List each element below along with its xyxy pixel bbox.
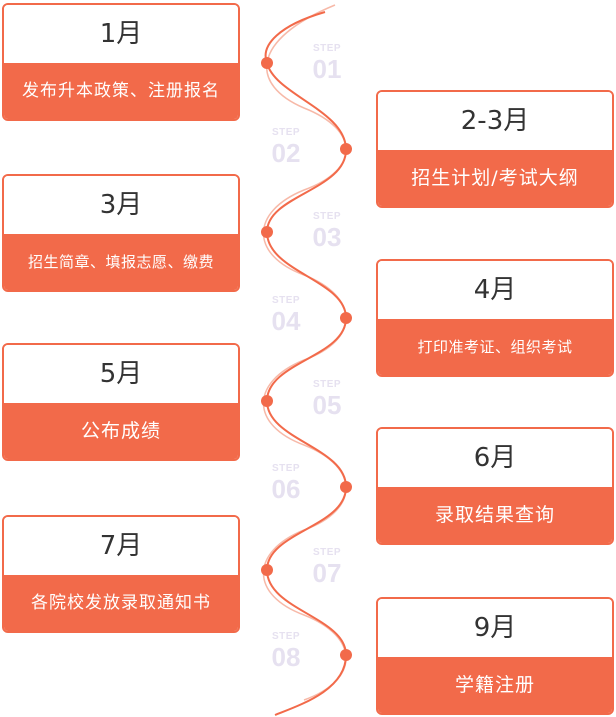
step-label: STEP: [271, 127, 301, 138]
card-month: 9月: [378, 599, 612, 657]
card-description: 各院校发放录取通知书: [4, 575, 238, 631]
step-label: STEP: [312, 43, 342, 54]
timeline-card-4: 4月 打印准考证、组织考试: [376, 259, 614, 377]
step-marker-3: STEP 03: [297, 211, 357, 251]
timeline-card-2: 2-3月 招生计划/考试大纲: [376, 90, 614, 208]
step-dot-6: [340, 481, 352, 493]
card-month: 3月: [4, 176, 238, 234]
card-description: 招生计划/考试大纲: [378, 150, 612, 206]
step-dot-3: [261, 226, 273, 238]
card-description: 发布升本政策、注册报名: [4, 63, 238, 119]
timeline-card-3: 3月 招生简章、填报志愿、缴费: [2, 174, 240, 292]
timeline-card-1: 1月 发布升本政策、注册报名: [2, 3, 240, 121]
step-number: 02: [271, 138, 301, 168]
step-label: STEP: [271, 463, 301, 474]
timeline-card-7: 7月 各院校发放录取通知书: [2, 515, 240, 633]
card-month: 1月: [4, 5, 238, 63]
step-label: STEP: [312, 547, 342, 558]
step-dot-5: [261, 395, 273, 407]
step-number: 04: [271, 306, 301, 336]
step-label: STEP: [312, 379, 342, 390]
card-description: 录取结果查询: [378, 487, 612, 543]
card-month: 4月: [378, 261, 612, 319]
card-description: 打印准考证、组织考试: [378, 319, 612, 375]
card-month: 7月: [4, 517, 238, 575]
step-marker-4: STEP 04: [256, 295, 316, 335]
step-number: 01: [312, 54, 342, 84]
step-marker-2: STEP 02: [256, 127, 316, 167]
card-description: 学籍注册: [378, 657, 612, 713]
step-dot-4: [340, 312, 352, 324]
card-description: 招生简章、填报志愿、缴费: [4, 234, 238, 290]
step-number: 05: [312, 390, 342, 420]
card-month: 5月: [4, 345, 238, 403]
step-marker-7: STEP 07: [297, 547, 357, 587]
step-marker-5: STEP 05: [297, 379, 357, 419]
card-month: 2-3月: [378, 92, 612, 150]
step-number: 07: [312, 558, 342, 588]
step-dot-2: [340, 143, 352, 155]
step-marker-1: STEP 01: [297, 43, 357, 83]
timeline-card-6: 6月 录取结果查询: [376, 427, 614, 545]
step-marker-6: STEP 06: [256, 463, 316, 503]
step-label: STEP: [271, 631, 301, 642]
card-month: 6月: [378, 429, 612, 487]
card-description: 公布成绩: [4, 403, 238, 459]
step-dot-1: [261, 57, 273, 69]
step-dot-8: [340, 649, 352, 661]
step-number: 03: [312, 222, 342, 252]
step-dot-7: [261, 564, 273, 576]
wave-main-line: [264, 11, 348, 716]
step-number: 06: [271, 474, 301, 504]
step-number: 08: [271, 642, 301, 672]
step-label: STEP: [312, 211, 342, 222]
step-label: STEP: [271, 295, 301, 306]
timeline-card-8: 9月 学籍注册: [376, 597, 614, 715]
timeline-card-5: 5月 公布成绩: [2, 343, 240, 461]
wave-light-line: [262, 4, 347, 701]
step-marker-8: STEP 08: [256, 631, 316, 671]
